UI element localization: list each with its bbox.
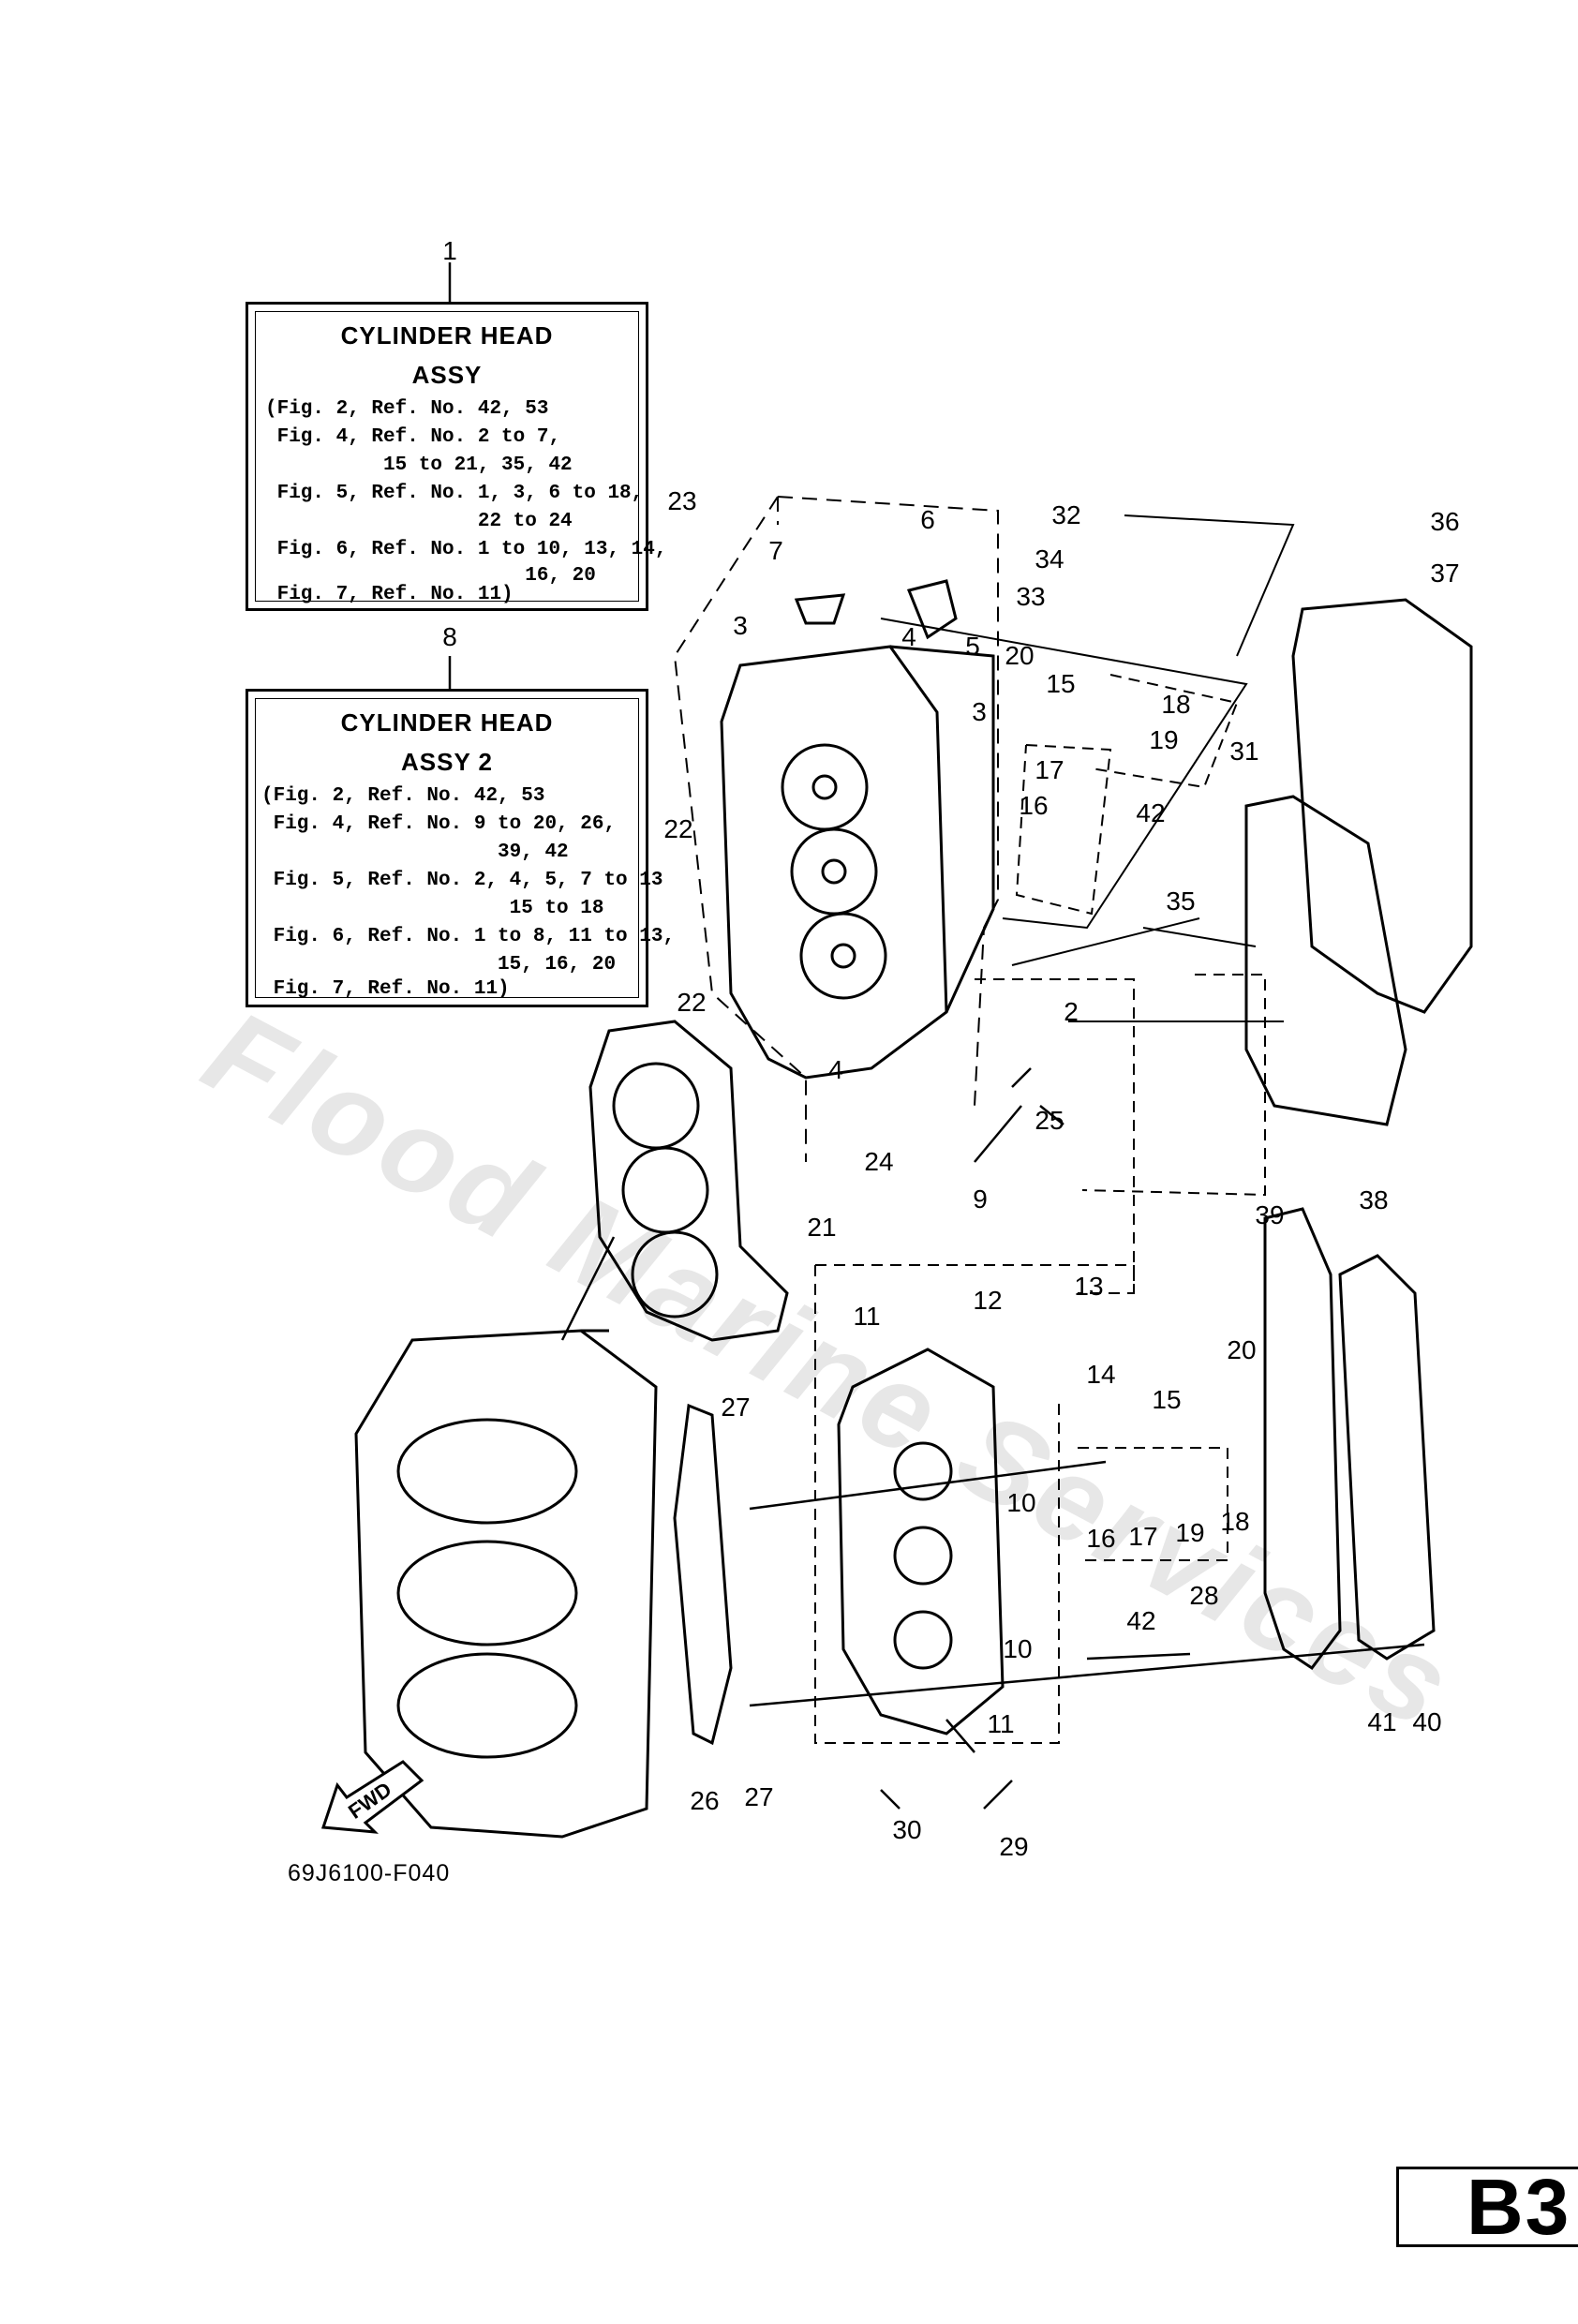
callout-number: 10 xyxy=(1003,1634,1033,1663)
callout-number: 28 xyxy=(1189,1581,1219,1610)
callout-number: 26 xyxy=(690,1786,720,1815)
info-box-title: CYLINDER HEAD xyxy=(340,321,554,350)
cylinder-block xyxy=(354,1329,658,1839)
info-line: 16, 20 xyxy=(265,565,596,587)
info-line: 22 to 24 xyxy=(265,511,573,532)
info-box-subtitle: ASSY 2 xyxy=(400,748,493,776)
callout-number: 18 xyxy=(1161,690,1191,719)
callout-number: 18 xyxy=(1220,1507,1250,1536)
fwd-arrow-icon xyxy=(320,1760,424,1834)
callout-number: 12 xyxy=(973,1286,1003,1315)
callout-number: 31 xyxy=(1229,737,1259,766)
valve-cover-lower xyxy=(1263,1207,1436,1671)
callout-number: 17 xyxy=(1035,755,1064,784)
callout-number: 7 xyxy=(768,536,783,565)
callout-number: 19 xyxy=(1175,1518,1205,1547)
callout-number: 4 xyxy=(901,622,916,651)
callout-number: 23 xyxy=(667,486,697,515)
callout-number: 6 xyxy=(920,505,935,534)
info-line: Fig. 5, Ref. No. 1, 3, 6 to 18, xyxy=(265,483,644,504)
callout-number: 9 xyxy=(973,1184,988,1214)
callout-number: 39 xyxy=(1255,1200,1285,1229)
callout-number: 42 xyxy=(1126,1606,1156,1635)
callout-number: 32 xyxy=(1051,500,1081,529)
callout-number: 36 xyxy=(1430,507,1460,536)
lower-cylinder-head xyxy=(837,1348,1005,1736)
callout-number: 21 xyxy=(807,1213,837,1242)
upper-cylinder-head xyxy=(720,579,995,1080)
callout-number: 22 xyxy=(677,988,707,1017)
callout-number: 35 xyxy=(1166,886,1196,916)
info-box-cylinder-head-assy: CYLINDER HEAD ASSY (Fig. 2, Ref. No. 42,… xyxy=(246,302,666,611)
callout-number: 15 xyxy=(1046,669,1076,698)
callout-number: 33 xyxy=(1016,582,1046,611)
callout-number: 20 xyxy=(1227,1335,1257,1364)
callout-number: 3 xyxy=(972,697,987,726)
info-line: 15 to 21, 35, 42 xyxy=(265,454,573,476)
callout-number: 19 xyxy=(1149,725,1179,754)
callout-number: 42 xyxy=(1136,798,1166,827)
callout-number: 3 xyxy=(733,611,748,640)
page-code-box: B3 xyxy=(1396,2163,1578,2251)
callout-number: 37 xyxy=(1430,559,1460,588)
callout-number: 24 xyxy=(864,1147,894,1176)
callout-number: 11 xyxy=(987,1709,1015,1738)
callout-number: 10 xyxy=(1006,1488,1036,1517)
info-box-subtitle: ASSY xyxy=(411,361,483,389)
callout-number: 15 xyxy=(1152,1385,1182,1414)
callout-number: 16 xyxy=(1086,1524,1116,1553)
info-line: 39, 42 xyxy=(261,842,569,863)
callout-number: 40 xyxy=(1412,1707,1442,1736)
info-line: (Fig. 2, Ref. No. 42, 53 xyxy=(261,785,545,807)
callout-number: 34 xyxy=(1035,544,1064,574)
callout-number: 16 xyxy=(1019,791,1049,820)
info-line: Fig. 7, Ref. No. 11) xyxy=(265,584,514,605)
info-line: 15, 16, 20 xyxy=(261,954,617,976)
lower-gasket xyxy=(673,1403,733,1746)
callout-number: 20 xyxy=(1005,641,1035,670)
callout-number: 38 xyxy=(1359,1185,1389,1214)
info-line: Fig. 7, Ref. No. 11) xyxy=(261,978,510,1000)
info-box-title: CYLINDER HEAD xyxy=(340,708,554,737)
callout-number: 29 xyxy=(999,1832,1029,1861)
head-gasket xyxy=(588,1020,789,1342)
callout-box2-ref: 8 xyxy=(442,622,457,651)
info-line: Fig. 6, Ref. No. 1 to 8, 11 to 13, xyxy=(261,926,676,947)
diagram-code: 69J6100-F040 xyxy=(288,1860,451,1886)
callout-number: 30 xyxy=(892,1815,922,1844)
callout-number: 4 xyxy=(828,1055,843,1084)
info-line: Fig. 4, Ref. No. 9 to 20, 26, xyxy=(261,813,617,835)
callout-number: 5 xyxy=(965,632,980,661)
cylinder-head-assy-outline xyxy=(673,496,999,1162)
callout-number: 25 xyxy=(1035,1106,1064,1135)
callout-number: 13 xyxy=(1074,1272,1104,1301)
info-line: Fig. 5, Ref. No. 2, 4, 5, 7 to 13 xyxy=(261,870,663,891)
info-line: Fig. 6, Ref. No. 1 to 10, 13, 14, xyxy=(265,539,667,560)
page-code: B3 xyxy=(1466,2163,1571,2251)
callout-box1-ref: 1 xyxy=(442,236,457,265)
valve-cover-upper xyxy=(1244,598,1473,1126)
info-line: (Fig. 2, Ref. No. 42, 53 xyxy=(265,398,549,420)
callout-number: 14 xyxy=(1086,1360,1116,1389)
callout-number: 27 xyxy=(721,1393,751,1422)
info-line: Fig. 4, Ref. No. 2 to 7, xyxy=(265,426,561,448)
callout-number: 11 xyxy=(853,1302,881,1331)
callout-number: 27 xyxy=(744,1782,774,1811)
callout-number: 2 xyxy=(1064,997,1079,1026)
callout-number: 41 xyxy=(1367,1707,1397,1736)
info-line: 15 to 18 xyxy=(261,898,604,919)
callout-number: 17 xyxy=(1128,1522,1158,1551)
info-box-cylinder-head-assy-2: CYLINDER HEAD ASSY 2 (Fig. 2, Ref. No. 4… xyxy=(246,689,675,1007)
callout-number: 22 xyxy=(663,814,693,843)
